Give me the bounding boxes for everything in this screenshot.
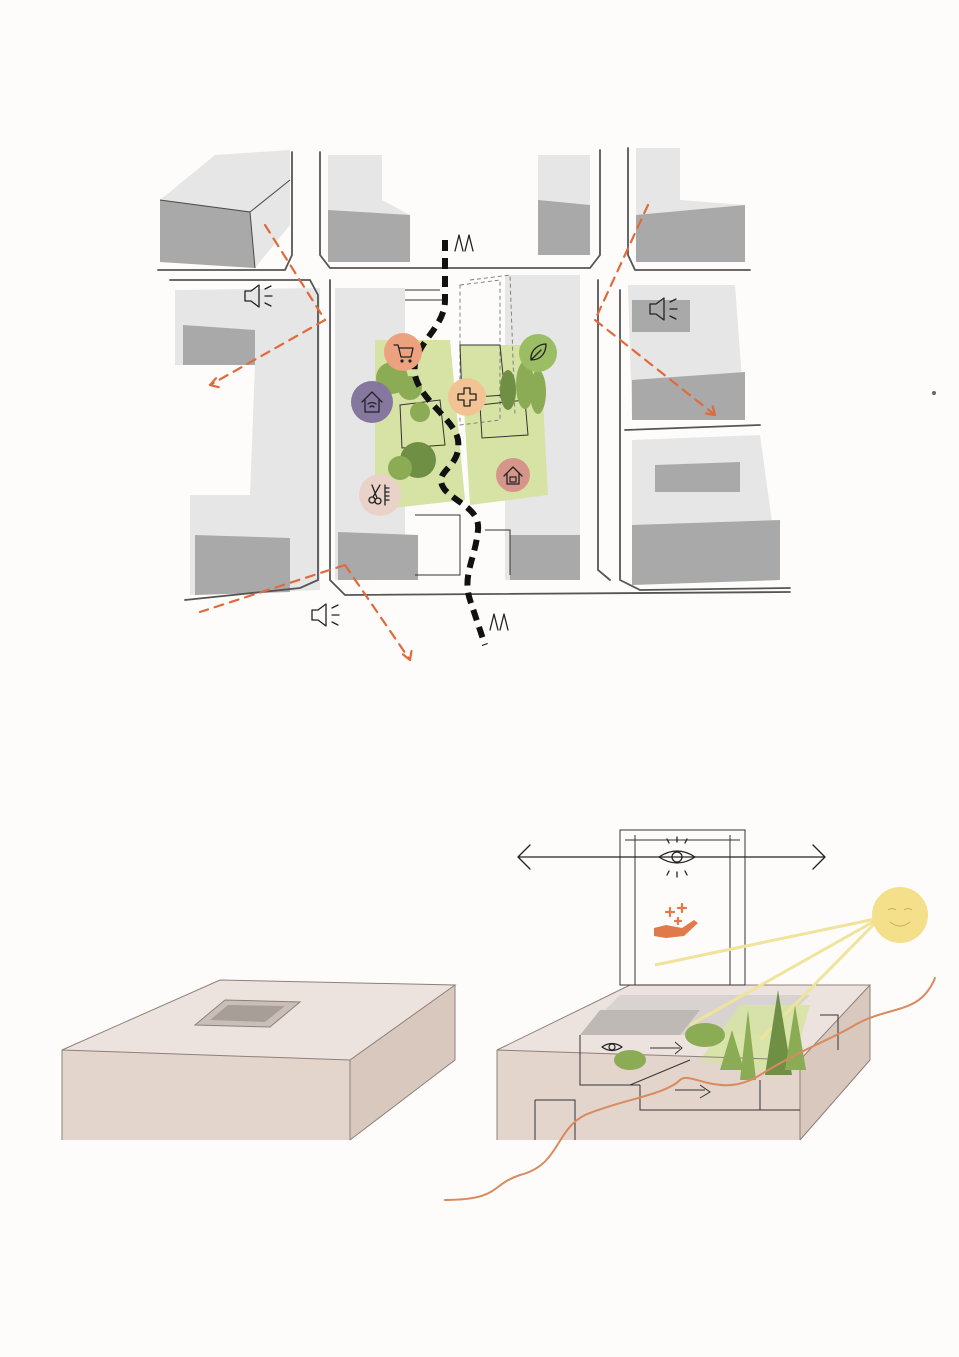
building-block-n1 (328, 155, 410, 262)
building-block-nw (159, 150, 291, 269)
circulation-line (444, 977, 936, 1201)
open-slab (444, 829, 936, 1201)
solid-slab (61, 979, 457, 1141)
house-lock-icon (496, 458, 530, 492)
building-block-se (632, 435, 780, 585)
leaf-icon (519, 334, 557, 372)
footprints-icon (454, 234, 474, 252)
building-block-e (628, 285, 745, 420)
speaker-icon (311, 603, 340, 627)
trees-section (614, 990, 806, 1080)
road-network (157, 147, 791, 601)
site-plan (157, 147, 936, 662)
scissors-comb-icon (359, 474, 401, 516)
pedestrian-path (411, 240, 488, 646)
wifi-house-icon (351, 381, 393, 423)
eye-icon (601, 1042, 623, 1052)
section-sketch (534, 1014, 839, 1140)
footprints-icon (489, 613, 509, 631)
shopping-cart-icon (384, 333, 422, 371)
stray-dot (932, 391, 936, 395)
building-block-n2 (538, 155, 590, 255)
eye-icon (658, 836, 696, 878)
hand-plus-icon (654, 902, 698, 938)
noise-arrows (198, 203, 717, 662)
tower-outline (619, 829, 746, 986)
building-block-w (175, 288, 320, 595)
speaker-icon (244, 284, 273, 308)
building-block-ne (636, 148, 745, 262)
medical-cross-icon (448, 378, 486, 416)
sun-icon (654, 887, 928, 1042)
speaker-icon (649, 297, 678, 321)
